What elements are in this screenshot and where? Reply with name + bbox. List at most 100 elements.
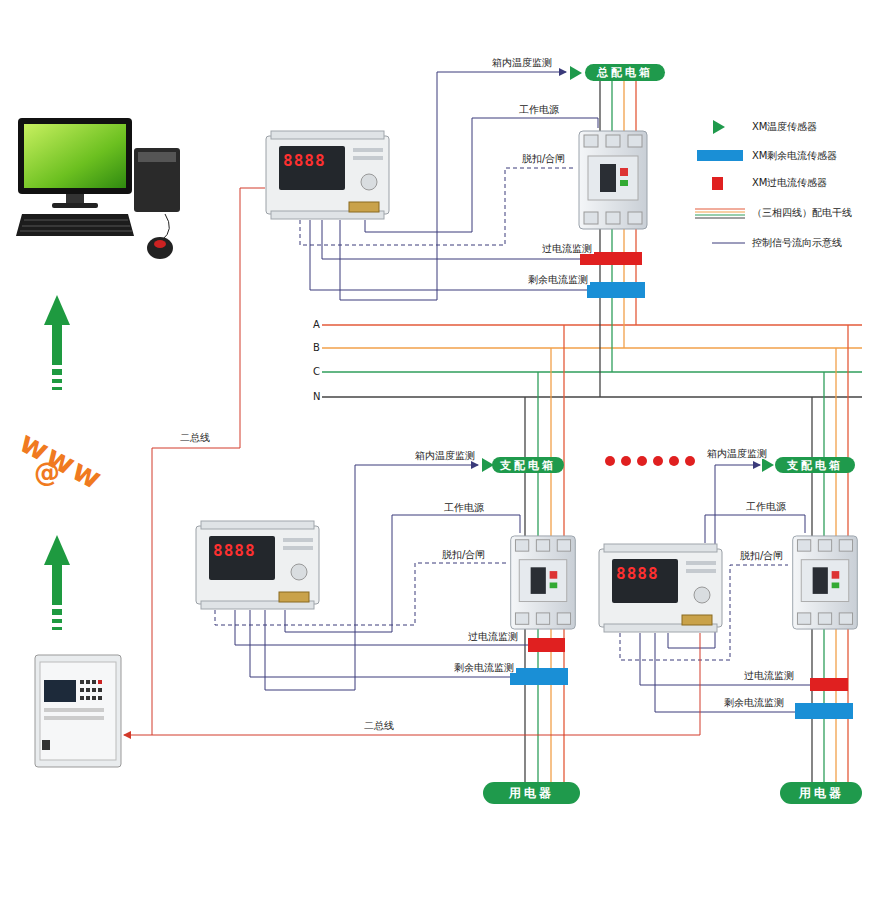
green-pill-box: 支配电箱: [492, 457, 564, 473]
signal-label: 脱扣/合闸: [440, 549, 487, 560]
led-display: 8888: [283, 152, 326, 170]
drawing-part: [147, 237, 173, 259]
signal-lines: [215, 72, 810, 712]
drawing-part: [52, 387, 62, 390]
drawing-part: [44, 535, 70, 565]
legend-samples: [695, 120, 745, 243]
legend-swatch: [712, 177, 723, 190]
drawing-part: [98, 680, 102, 684]
drawing-part: [587, 282, 645, 298]
drawing-part: [52, 627, 62, 630]
web-symbol: @: [34, 458, 60, 487]
drawing-part: [52, 619, 62, 623]
drawing-part: [579, 131, 647, 229]
drawing-part: [713, 120, 725, 134]
drawing-part: [44, 716, 104, 720]
pill-text: 用电器: [799, 785, 844, 802]
drawing-part: [196, 521, 319, 609]
signal-label: 过电流监测: [540, 243, 594, 254]
drawing-part: [322, 324, 862, 325]
drawing-part: [811, 397, 812, 457]
drawing-part: [98, 688, 102, 692]
drawing-part: [20, 220, 132, 231]
drawing-part: [52, 369, 62, 375]
drawing-part: [528, 638, 565, 652]
drawing-part: [605, 456, 615, 466]
drawing-part: [92, 680, 96, 684]
drawing-part: [42, 740, 50, 750]
drawing-part: [16, 214, 134, 236]
drawing-part: [762, 458, 774, 472]
fire-alarm-panel: [35, 655, 121, 767]
computer-icon: [16, 118, 180, 259]
drawing-part: [52, 565, 62, 605]
pill-text: 总配电箱: [597, 65, 653, 80]
monitor-devices: [196, 131, 722, 632]
drawing-part: [322, 396, 862, 397]
green-pill-box: 用电器: [780, 782, 862, 804]
drawing-part: [66, 194, 84, 204]
drawing-part: [18, 118, 132, 194]
signal-label: 箱内温度监测: [413, 450, 477, 461]
drawing-part: [24, 124, 126, 188]
drawing-part: [510, 668, 568, 685]
drawing-part: [80, 680, 84, 684]
phase-name: B: [313, 342, 320, 353]
signal-label: 脱扣/合闸: [738, 550, 785, 561]
green-pill-box: 支配电箱: [775, 457, 855, 473]
legend-text: （三相四线）配电干线: [752, 207, 852, 218]
drawing-part: [795, 703, 853, 719]
drawing-part: [52, 203, 98, 208]
drawing-part: [793, 536, 858, 629]
legend-swatch: [697, 150, 743, 161]
drawing-part: [35, 655, 121, 767]
sensors: [482, 66, 853, 719]
drawing-part: [810, 678, 848, 691]
legend-text: XM温度传感器: [752, 121, 817, 132]
web-symbol: www: [15, 425, 109, 496]
drawing-part: [685, 456, 695, 466]
drawing-part: [599, 81, 600, 397]
drawing-part: [92, 688, 96, 692]
drawing-part: [655, 633, 795, 712]
drawing-part: [152, 633, 700, 735]
green-pill-box: 总配电箱: [585, 64, 665, 81]
drawing-part: [52, 325, 62, 365]
drawing-part: [266, 131, 389, 219]
drawing-part: [695, 215, 745, 216]
drawing-part: [40, 662, 116, 760]
drawing-part: [124, 188, 265, 735]
drawing-part: [695, 209, 745, 210]
drawing-part: [640, 633, 810, 685]
signal-label: 工作电源: [517, 104, 561, 115]
led-display: 8888: [213, 542, 256, 560]
pill-text: 支配电箱: [500, 458, 556, 473]
pill-text: 支配电箱: [787, 458, 843, 473]
drawing-part: [44, 680, 76, 702]
drawing-part: [695, 218, 745, 219]
drawing-part: [637, 456, 647, 466]
legend-text: 控制信号流向示意线: [752, 237, 842, 248]
drawing-part: [162, 214, 169, 240]
two-bus-line: [124, 188, 700, 735]
pill-text: 用电器: [509, 785, 554, 802]
drawing-part: [235, 610, 528, 645]
drawing-part: [695, 212, 745, 213]
signal-label: 剩余电流监测: [526, 274, 590, 285]
drawing-part: [524, 397, 525, 457]
signal-label: 二总线: [362, 720, 396, 731]
drawing-part: [134, 148, 180, 212]
drawing-part: [80, 688, 84, 692]
signal-label: 过电流监测: [742, 670, 796, 681]
drawing-part: [712, 243, 745, 244]
drawing-part: [322, 371, 862, 372]
drawing-part: [92, 696, 96, 700]
signal-label: 箱内温度监测: [490, 57, 554, 68]
drawing-part: [44, 708, 104, 712]
drawing-part: [44, 295, 70, 325]
phase-name: A: [313, 319, 320, 330]
drawing-part: [154, 240, 166, 248]
signal-label: 工作电源: [442, 502, 486, 513]
drawing-part: [621, 456, 631, 466]
